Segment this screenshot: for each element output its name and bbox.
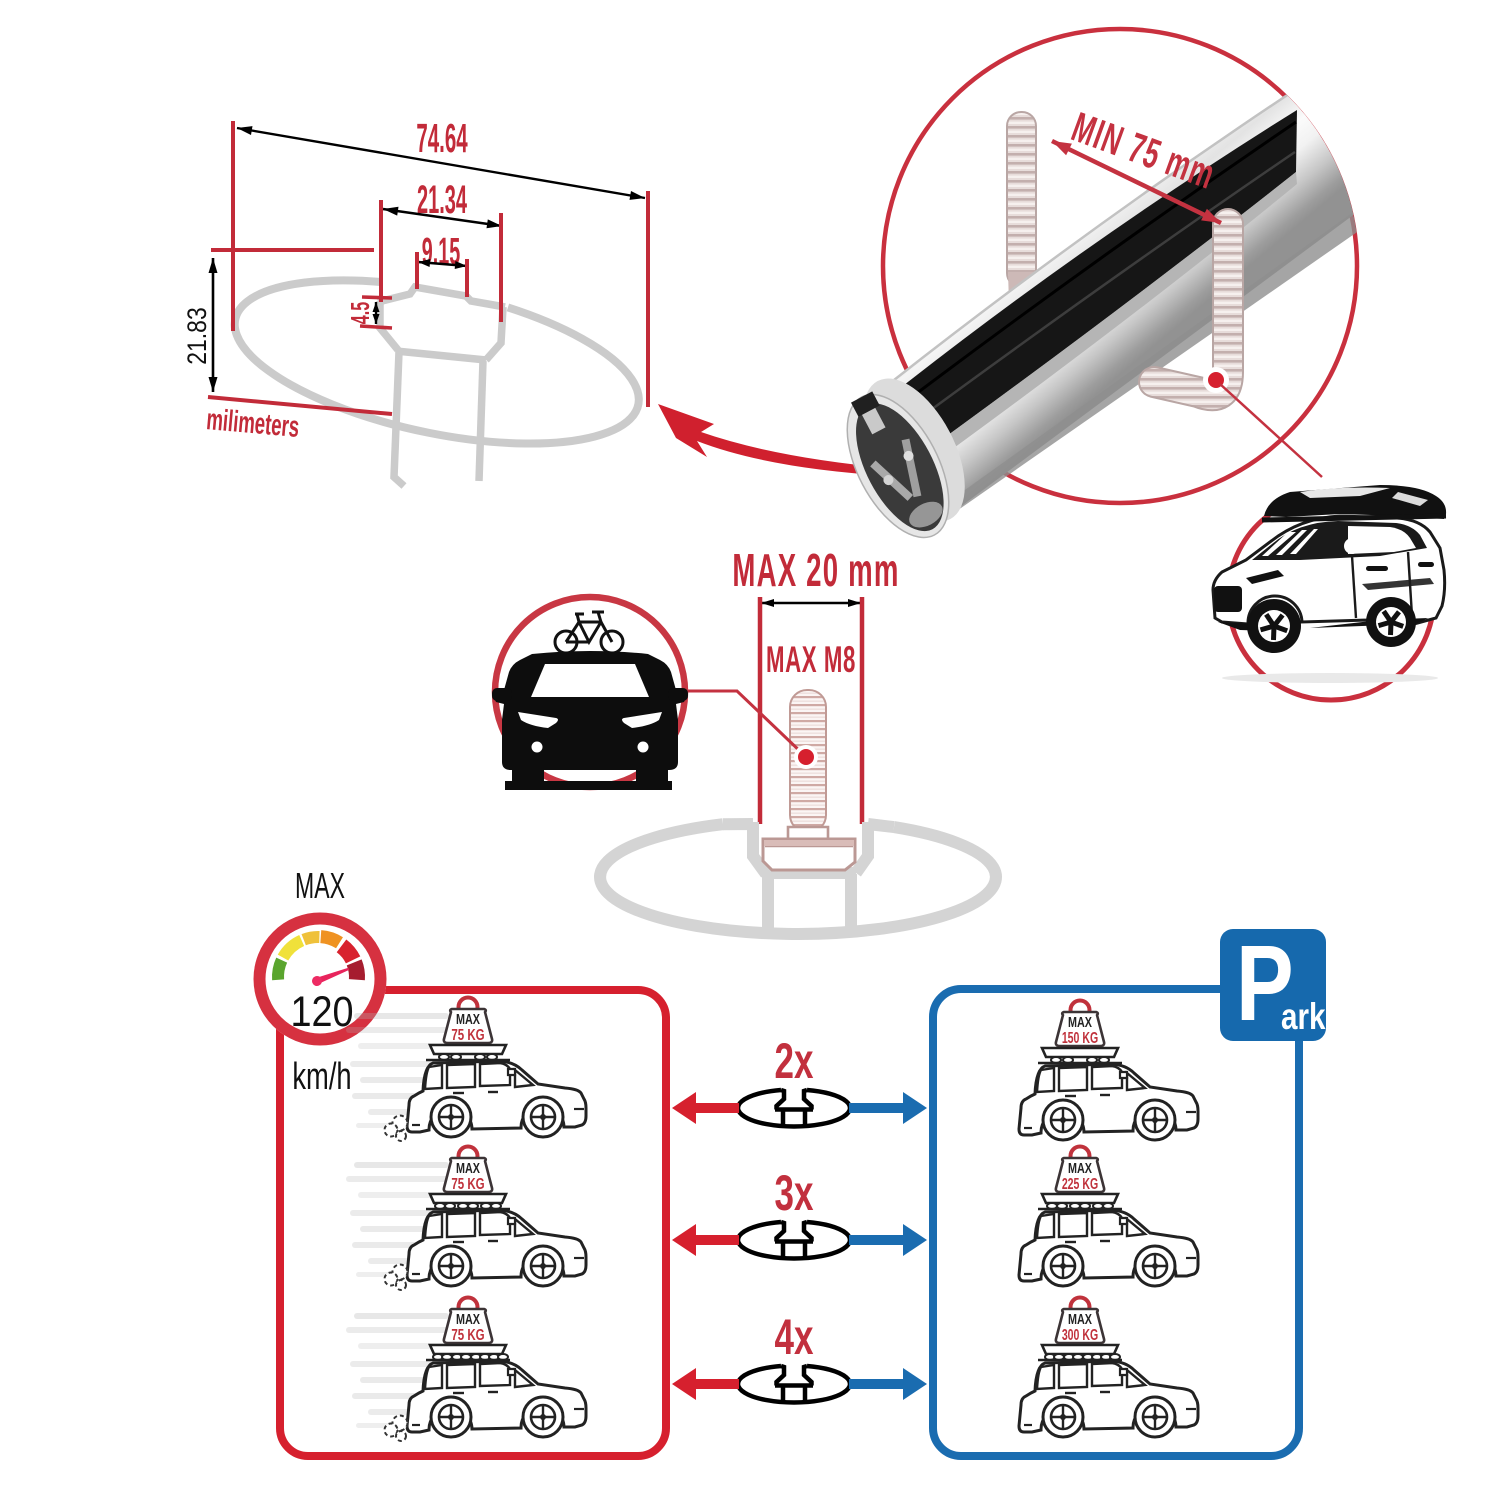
svg-text:21.83: 21.83 bbox=[182, 307, 212, 364]
svg-text:MAX: MAX bbox=[1068, 1310, 1092, 1327]
svg-text:milimeters: milimeters bbox=[205, 403, 301, 445]
svg-text:MAX 20 mm: MAX 20 mm bbox=[732, 546, 899, 597]
svg-text:150 KG: 150 KG bbox=[1062, 1029, 1098, 1047]
svg-text:75 KG: 75 KG bbox=[451, 1025, 484, 1043]
svg-text:225 KG: 225 KG bbox=[1062, 1175, 1098, 1193]
svg-text:300 KG: 300 KG bbox=[1062, 1326, 1098, 1344]
svg-text:MAX: MAX bbox=[456, 1159, 480, 1176]
svg-text:2x: 2x bbox=[775, 1034, 814, 1090]
svg-text:P: P bbox=[1236, 922, 1294, 1043]
svg-text:3x: 3x bbox=[775, 1166, 814, 1222]
svg-text:MAX: MAX bbox=[1068, 1159, 1092, 1176]
svg-text:120: 120 bbox=[290, 987, 353, 1036]
svg-text:9.15: 9.15 bbox=[422, 231, 460, 272]
svg-text:km/h: km/h bbox=[292, 1056, 351, 1098]
svg-text:MAX: MAX bbox=[1068, 1013, 1092, 1030]
svg-text:75 KG: 75 KG bbox=[451, 1174, 484, 1192]
svg-text:4.5: 4.5 bbox=[345, 302, 375, 324]
svg-text:MAX: MAX bbox=[456, 1010, 480, 1027]
svg-text:4x: 4x bbox=[775, 1310, 814, 1366]
svg-text:75 KG: 75 KG bbox=[451, 1325, 484, 1343]
svg-text:MAX: MAX bbox=[295, 867, 345, 906]
svg-text:ark: ark bbox=[1281, 997, 1326, 1038]
svg-text:MAX M8: MAX M8 bbox=[766, 639, 856, 680]
svg-text:74.64: 74.64 bbox=[416, 115, 467, 161]
svg-text:MAX: MAX bbox=[456, 1310, 480, 1327]
